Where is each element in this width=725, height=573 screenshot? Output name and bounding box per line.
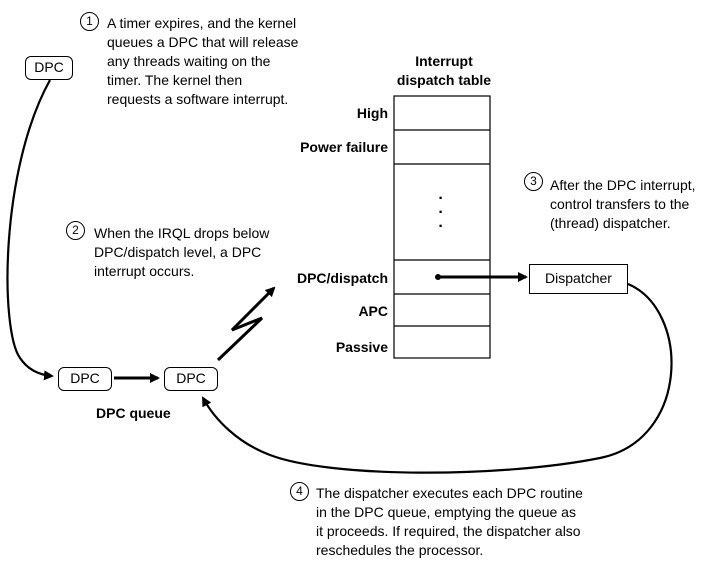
dpc-node-timer: DPC [25,56,73,80]
step-1-line: any threads waiting on the [107,53,271,69]
step-number-4: 4 [290,482,309,501]
step-1-text: A timer expires, and the kernel queues a… [107,14,347,109]
level-label-power-failure: Power failure [300,139,388,155]
step-3-line: control transfers to the [550,196,690,212]
dispatcher-node: Dispatcher [529,264,628,294]
table-ellipsis: · · · [436,190,446,235]
step-2-text: When the IRQL drops below DPC/dispatch l… [94,224,314,281]
dpc-queue-node-1: DPC [58,367,112,391]
table-title-line: dispatch table [396,72,492,88]
step-4-line: reschedules the processor. [316,542,484,558]
step-4-line: it proceeds. If required, the dispatcher… [316,523,581,539]
table-title: Interrupt dispatch table [382,52,506,90]
dpc-queue-label: DPC queue [96,405,171,421]
step-number-1: 1 [80,12,99,31]
step-number-2: 2 [66,221,85,240]
table-frame [393,95,491,359]
interrupt-dispatch-table [393,95,491,359]
level-label-dpc-dispatch: DPC/dispatch [296,270,388,286]
dpc-queue-node-2: DPC [164,367,218,391]
level-label-high: High [356,105,388,121]
step-number-3: 3 [524,172,543,191]
step-1-line: A timer expires, and the kernel [107,15,297,31]
step-2-line: interrupt occurs. [94,263,195,279]
level-label-apc: APC [358,303,388,319]
step-3-text: After the DPC interrupt, control transfe… [550,176,722,233]
step-3-line: After the DPC interrupt, [550,177,696,193]
ellipsis-dot: · [438,190,444,207]
step-1-line: queues a DPC that will release [107,34,299,50]
step-4-text: The dispatcher executes each DPC routine… [316,484,616,560]
step-2-line: DPC/dispatch level, a DPC [94,244,262,260]
step-1-line: timer. The kernel then [107,72,243,88]
step-3-line: (thread) dispatcher. [550,215,671,231]
interrupt-lightning-arrow [216,286,276,362]
step-1-line: requests a software interrupt. [107,91,289,107]
ellipsis-dot: · [438,218,444,235]
table-title-line: Interrupt [415,53,473,69]
timer-dpc-arrow [6,79,54,381]
level-label-passive: Passive [335,339,388,355]
ellipsis-dot: · [438,204,444,221]
step-2-line: When the IRQL drops below [94,225,270,241]
dispatcher-loop-arrow [202,282,673,474]
step-4-line: in the DPC queue, emptying the queue as [316,504,576,520]
step-4-line: The dispatcher executes each DPC routine [316,485,583,501]
